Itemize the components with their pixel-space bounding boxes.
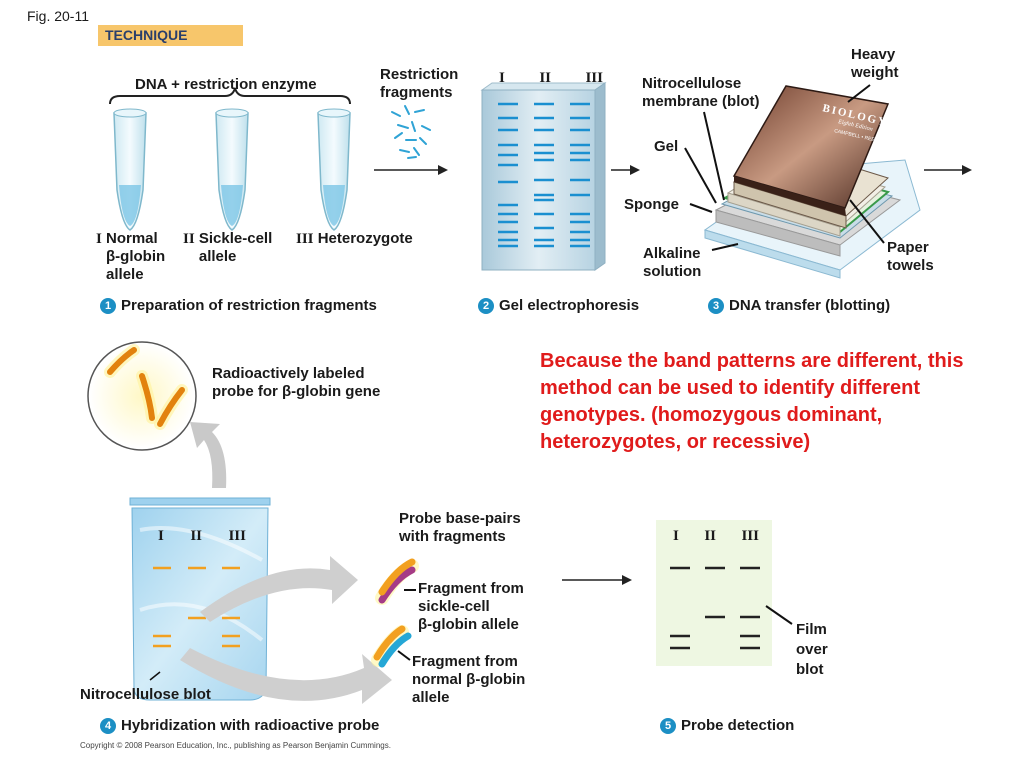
tube-ii-caption: II Sickle-cell allele [183,230,272,266]
gel-label: Gel [654,138,679,155]
restriction-fragments-label: Restriction fragments [380,66,459,101]
bag-lane-ii: II [190,528,202,544]
base-pairs-label: Probe base-pairs with fragments [399,510,521,545]
film-leader [765,605,793,625]
step-2-title: Gel electrophoresis [499,297,640,314]
film-label: Film over blot [796,621,828,678]
arrow-to-normal [180,648,392,704]
tube-iii [317,108,351,231]
paper-towels-label: Paper towels [887,239,934,274]
step-1: 1 Preparation of restriction fragments [100,297,377,314]
step-2-number: 2 [478,298,494,314]
restriction-fragments-icon [391,105,431,159]
probe-circle [87,341,197,451]
arrow-1 [374,165,448,175]
blotting-stack [703,85,921,279]
fig-label: Fig. 20-11 [27,8,89,24]
bag-lane-i: I [158,528,164,544]
brace-label: DNA + restriction enzyme [135,76,317,93]
step-4-title: Hybridization with radioactive probe [121,717,380,734]
step-5-number: 5 [660,718,676,734]
normal-fragment-probe [371,625,412,668]
tube-ii-text: Sickle-cell allele [198,230,273,265]
heavy-weight-label: Heavy weight [851,46,899,81]
gel-lane-labels: I II III [499,70,603,87]
tube-i-numeral: I [96,231,102,247]
step-5-title: Probe detection [681,717,795,734]
tube-iii-text: Heterozygote [317,230,413,247]
arrow-2 [611,165,640,175]
step-4-number: 4 [100,718,116,734]
bag-bands [153,566,240,648]
arrow-bag-to-probe [190,422,227,488]
alkaline-label: Alkaline solution [643,245,702,280]
bag-lane-labels: I II III [158,528,246,545]
arrow-to-sickle [200,556,358,622]
probe-label: Radioactively labeled probe for β-globin… [212,365,381,400]
nitrocellulose-label: Nitrocellulose membrane (blot) [642,75,760,110]
normal-fragment-label: Fragment from normal β-globin allele [412,653,526,706]
bag-lane-iii: III [228,528,246,544]
step-5: 5 Probe detection [660,717,794,734]
gel-lane-iii: III [585,70,603,86]
technique-tag [98,25,243,46]
tube-iii-numeral: III [296,231,314,247]
film-lane-labels: I II III [673,528,759,545]
step-4: 4 Hybridization with radioactive probe [100,717,379,734]
blot-leader [149,671,161,681]
tube-i-caption: I Normal β-globin allele [96,230,165,284]
sickle-fragment-probe [375,558,419,605]
sickle-fragment-label: Fragment from sickle-cell β-globin allel… [418,580,524,633]
genotype-note: Because the band patterns are different,… [540,350,964,453]
gel-bands [498,102,590,248]
film-lane-ii: II [704,528,716,544]
gel-lane-i: I [499,70,505,86]
gel-lane-ii: II [539,70,551,86]
blot-leader-lines [684,84,885,251]
tube-i-text: Normal β-globin allele [106,230,166,283]
copyright: Copyright © 2008 Pearson Education, Inc.… [80,741,391,750]
arrow-4 [562,575,632,585]
film [656,520,772,666]
step-1-number: 1 [100,298,116,314]
brace [109,87,351,105]
step-3-title: DNA transfer (blotting) [729,297,891,314]
tube-ii [215,108,249,231]
gel-slab [480,82,607,271]
film-bands [670,566,760,650]
film-lane-i: I [673,528,679,544]
arrow-3 [924,165,972,175]
sponge-label: Sponge [624,196,679,213]
normal-leader [397,650,411,661]
step-2: 2 Gel electrophoresis [478,297,639,314]
step-1-title: Preparation of restriction fragments [121,297,377,314]
step-3-number: 3 [708,298,724,314]
film-lane-iii: III [741,528,759,544]
nitrocellulose-blot-label: Nitrocellulose blot [80,686,211,703]
tube-i [113,108,147,231]
tube-ii-numeral: II [183,231,195,247]
step-3: 3 DNA transfer (blotting) [708,297,890,314]
hybridization-bag [129,497,271,701]
technique-label: TECHNIQUE [105,27,188,43]
tube-iii-caption: III Heterozygote [296,230,413,248]
